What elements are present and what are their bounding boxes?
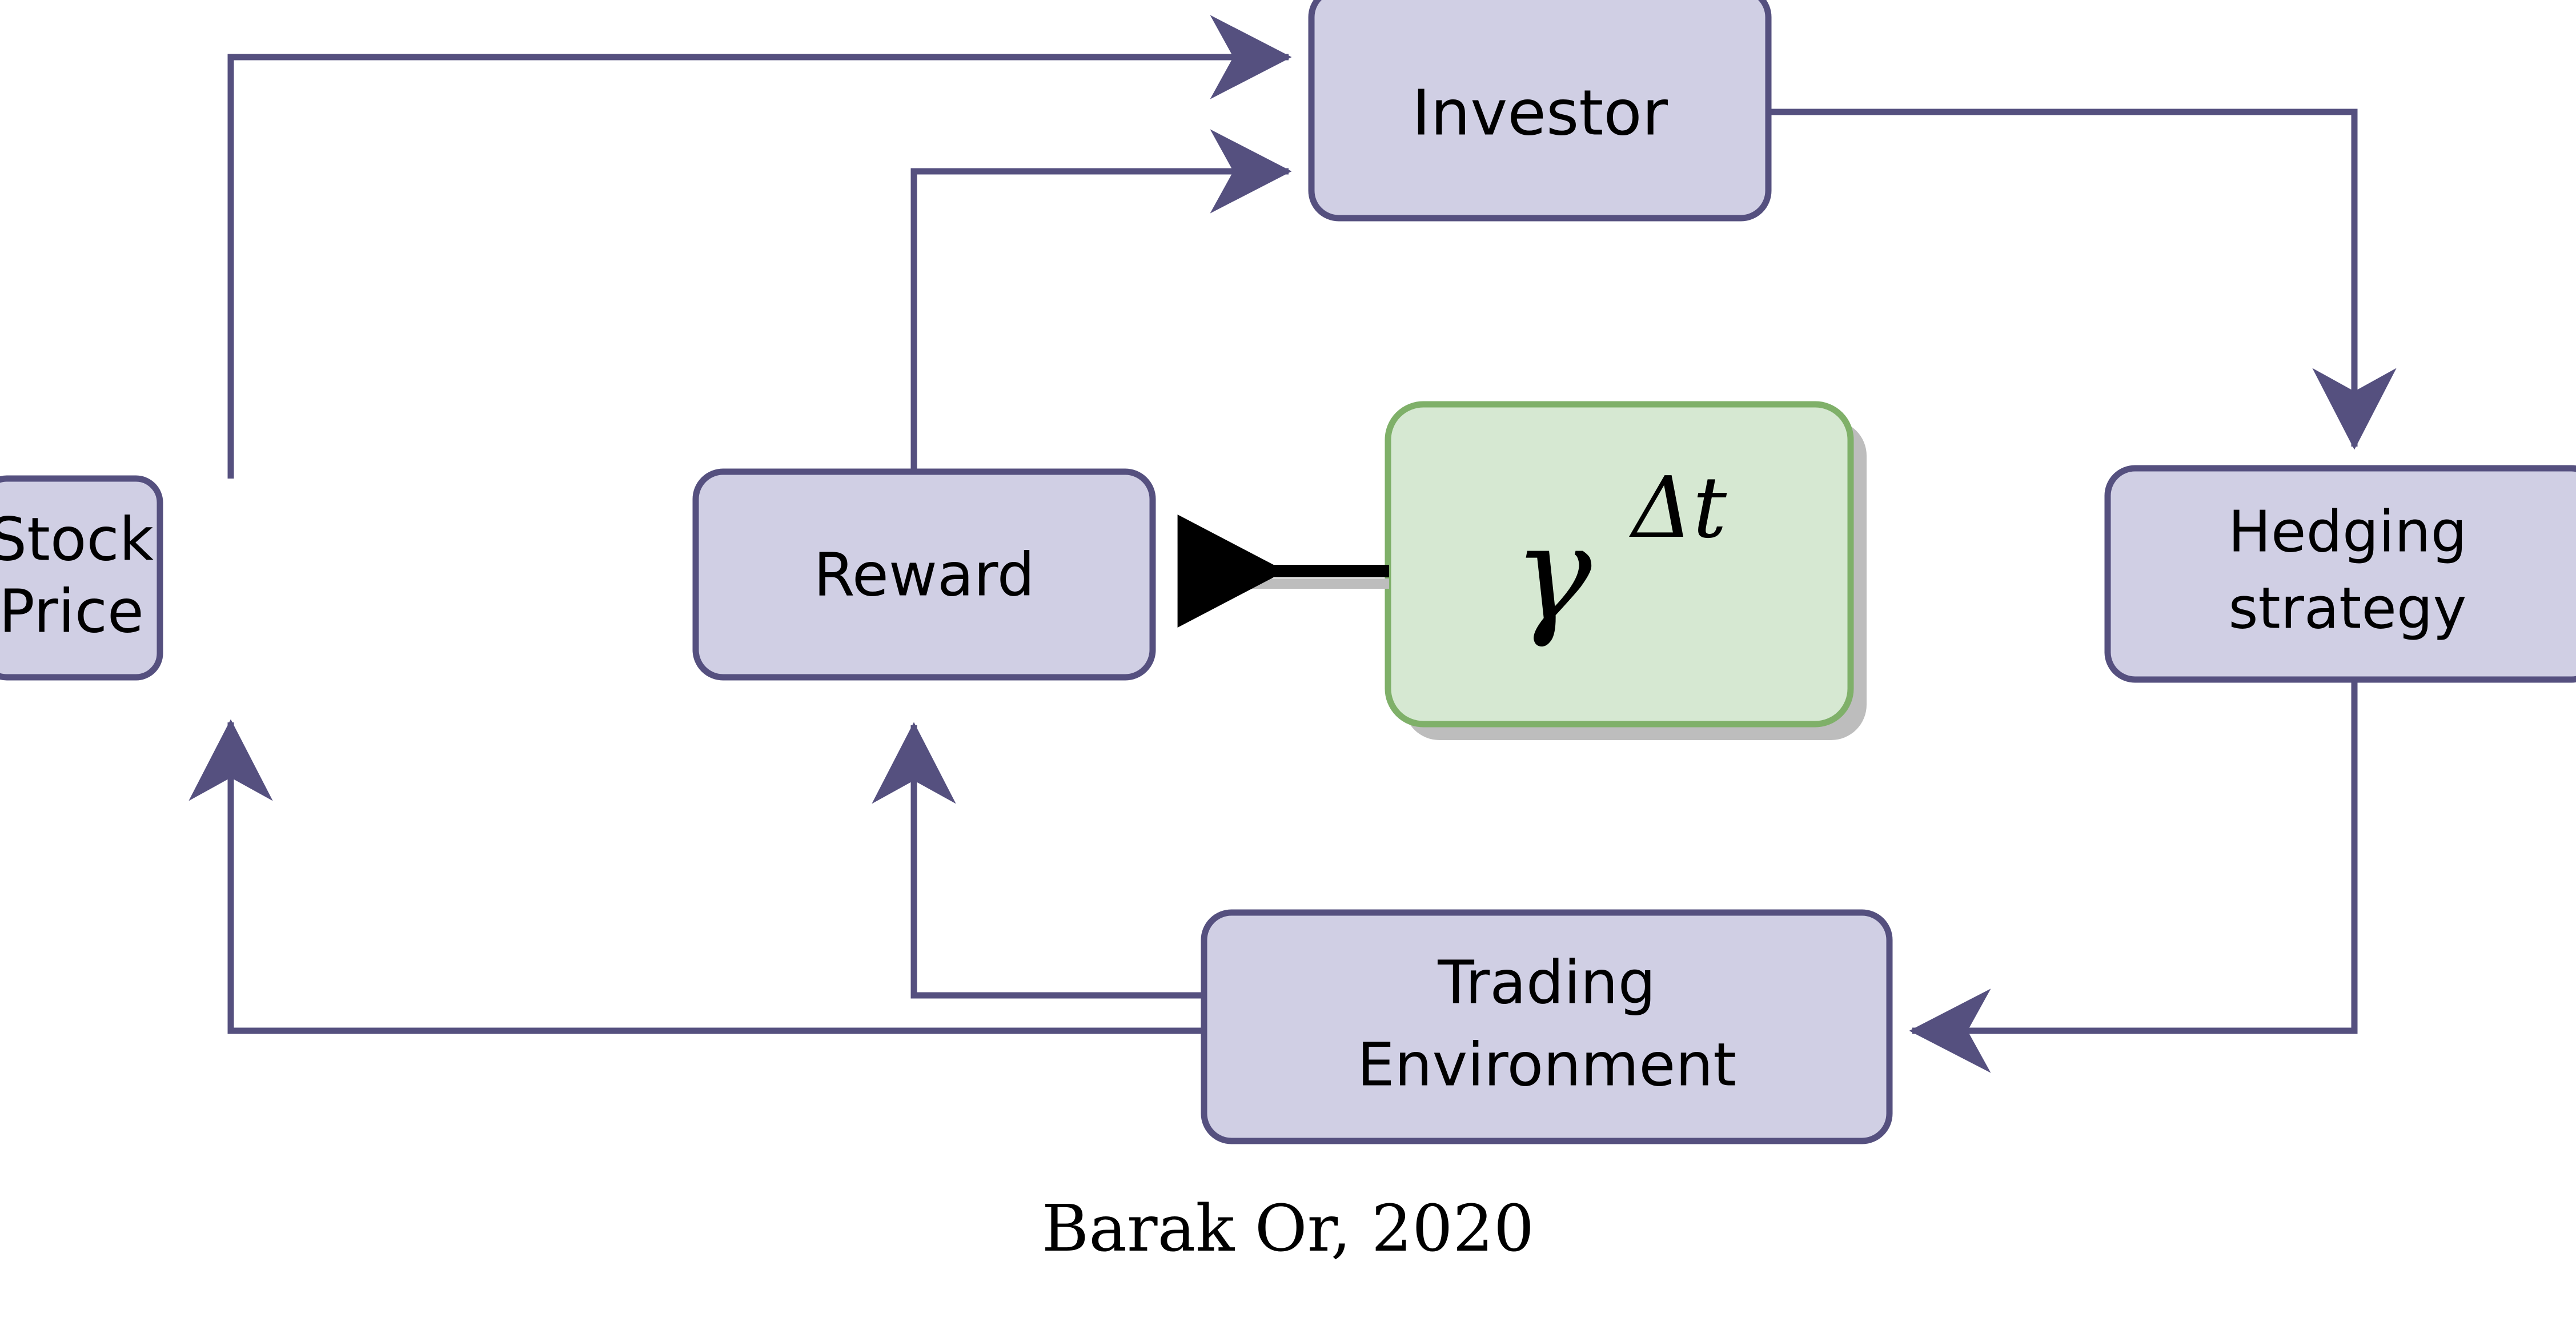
node-trading-environment[interactable]: Trading Environment xyxy=(1201,909,1893,1144)
reward-box[interactable] xyxy=(692,468,1156,681)
node-discount-factor[interactable]: γ Δt xyxy=(1385,401,1867,740)
edge-stock-to-investor xyxy=(227,15,1292,479)
connector-layer xyxy=(188,15,2397,1073)
reward-label: Reward xyxy=(813,540,1034,609)
node-reward[interactable]: Reward xyxy=(692,468,1156,681)
hedging-strategy-label-line1: Hedging xyxy=(2228,498,2467,565)
discount-factor-box[interactable] xyxy=(1385,401,1854,728)
node-hedging-strategy[interactable]: Hedging strategy xyxy=(2104,465,2576,683)
investor-box[interactable] xyxy=(1308,0,1772,222)
edge-hedging-to-environment xyxy=(1909,680,2358,1073)
stock-price-box[interactable] xyxy=(0,475,163,681)
edge-discount-to-reward xyxy=(1177,515,1389,628)
investor-label: Investor xyxy=(1412,76,1668,149)
edge-investor-to-hedging xyxy=(1768,109,2397,450)
diagram-caption: Barak Or, 2020 xyxy=(1042,1192,1534,1266)
stock-price-label-line2: Price xyxy=(0,576,144,646)
trading-environment-label-line1: Trading xyxy=(1437,947,1656,1017)
stock-price-label-line1: Stock xyxy=(0,504,154,574)
edge-environment-to-reward xyxy=(872,722,1204,999)
edge-environment-to-stock xyxy=(188,719,1204,1034)
discount-factor-exponent: Δt xyxy=(1629,459,1727,557)
hedging-strategy-label-line2: strategy xyxy=(2228,574,2466,641)
hedging-strategy-box[interactable] xyxy=(2104,465,2576,683)
node-investor[interactable]: Investor xyxy=(1308,0,1772,222)
edge-reward-to-investor xyxy=(910,129,1292,472)
node-stock-price[interactable]: Stock Price xyxy=(0,475,163,681)
discount-factor-base: γ xyxy=(1513,498,1592,650)
trading-environment-box[interactable] xyxy=(1201,909,1893,1144)
trading-environment-label-line2: Environment xyxy=(1357,1030,1736,1099)
